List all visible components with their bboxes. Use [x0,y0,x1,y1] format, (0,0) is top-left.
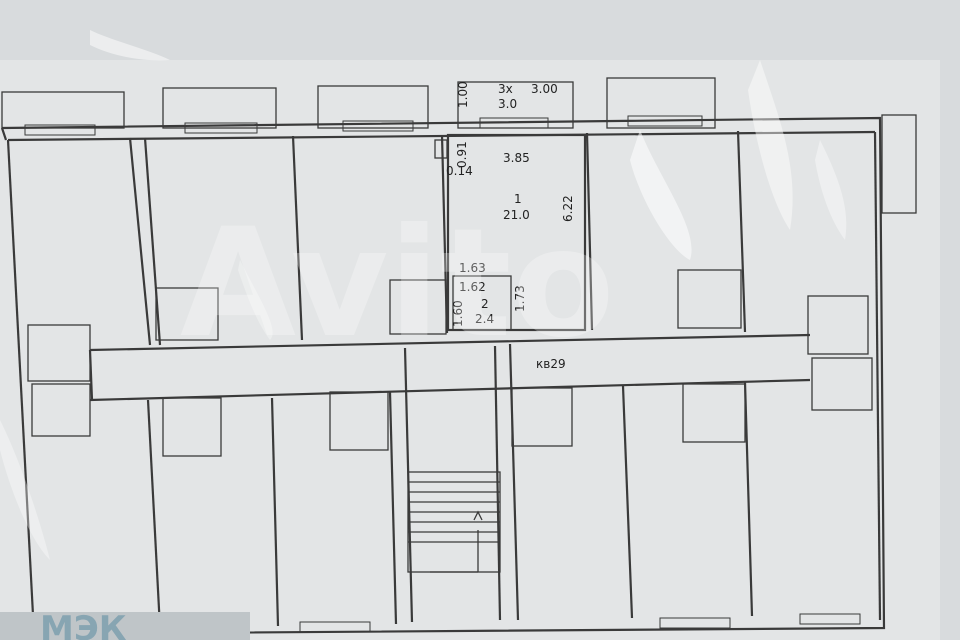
balcony-width: 3.00 [531,82,558,96]
balcony-area: 3.0 [498,97,517,111]
closets-bottom [31,357,873,457]
room-2-dim-top-inner: 1.62 [459,280,486,294]
windows-bottom [299,613,861,633]
avito-watermark: Avito [180,197,615,371]
room-1-area: 21.0 [503,208,530,222]
room-1-number: 1 [514,192,522,206]
windows-top [24,115,703,136]
bottom-logo-band [0,612,250,640]
corridor-walls [88,333,811,402]
bottom-logo: МЭК [40,609,127,640]
room-2-area: 2.4 [475,312,494,326]
room-1-outline [446,133,587,332]
balcony-label: 3x [498,82,513,96]
room-2-number: 2 [481,297,489,311]
room-1-length: 6.22 [561,195,575,222]
room-2-outline [452,275,512,331]
paper-light-area [0,60,940,640]
room-2-dim-top-outer: 1.63 [459,261,486,275]
staircase [407,471,501,573]
room-2-dim-left: 1.60 [451,300,465,327]
room-2-dim-right: 1.73 [513,285,527,312]
room-1-width: 3.85 [503,151,530,165]
apartment-label: кв29 [536,357,566,371]
vent-dim-a: 0.91 [455,141,469,168]
plastic-glare [0,30,847,560]
balcony-dim-top: 1.00 [456,81,470,108]
vent-shaft [434,139,448,159]
vent-dim-b: 0.14 [446,164,473,178]
